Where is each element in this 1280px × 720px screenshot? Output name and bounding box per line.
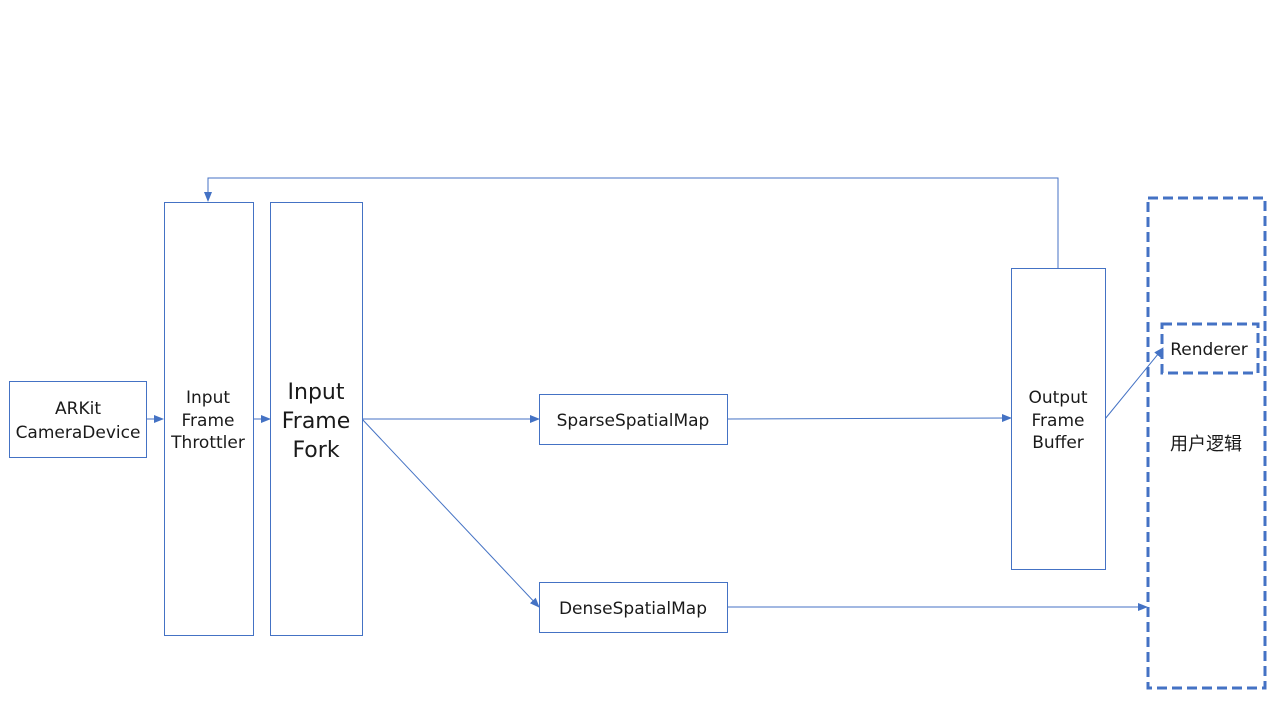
edges xyxy=(146,177,1164,611)
user-logic-label: 用户逻辑 xyxy=(1170,434,1242,455)
arkit-label-line1: ARKit xyxy=(55,399,101,419)
arkit-camera-device-node: ARKit CameraDevice xyxy=(9,381,147,458)
edge-output-to-renderer xyxy=(1104,347,1164,420)
throttler-label-line1: Input xyxy=(186,388,230,408)
renderer-label: Renderer xyxy=(1170,340,1248,360)
fork-label-line1: Input xyxy=(288,380,345,405)
fork-label-line3: Fork xyxy=(292,438,339,463)
arkit-label-line2: CameraDevice xyxy=(16,423,141,443)
edge-fork-to-dense xyxy=(361,418,540,608)
edge-output-feedback-to-throttler xyxy=(204,177,1059,268)
throttler-label-line3: Throttler xyxy=(170,433,245,453)
fork-label-line2: Frame xyxy=(282,409,351,434)
sparse-label: SparseSpatialMap xyxy=(557,411,710,431)
input-frame-throttler-node: Input Frame Throttler xyxy=(164,202,254,636)
input-frame-fork-node: Input Frame Fork xyxy=(270,202,363,636)
output-label-line2: Frame xyxy=(1032,411,1085,431)
throttler-label-line2: Frame xyxy=(182,411,235,431)
sparse-spatial-map-node: SparseSpatialMap xyxy=(539,394,728,445)
dense-spatial-map-node: DenseSpatialMap xyxy=(539,582,728,633)
renderer-box xyxy=(1160,322,1260,375)
output-label-line3: Buffer xyxy=(1032,433,1084,453)
dense-label: DenseSpatialMap xyxy=(559,599,707,619)
output-label-line1: Output xyxy=(1028,388,1087,408)
edge-sparse-to-output xyxy=(726,414,1012,423)
output-frame-buffer-node: Output Frame Buffer xyxy=(1011,268,1106,570)
user-logic-region xyxy=(1146,196,1267,690)
